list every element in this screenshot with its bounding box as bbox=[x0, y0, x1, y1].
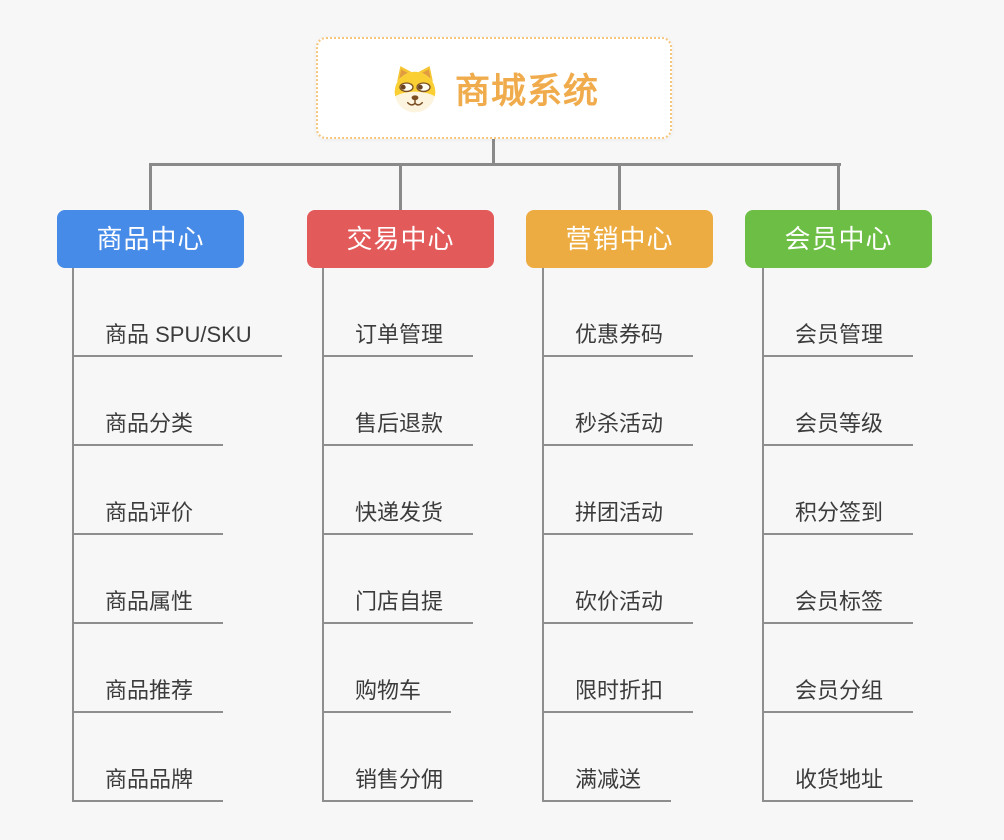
connector-drop-marketing bbox=[618, 163, 621, 210]
dog-face-icon bbox=[394, 66, 436, 113]
connector-trunk-member bbox=[762, 268, 764, 802]
leaf-node-points-checkin[interactable]: 积分签到 bbox=[762, 498, 914, 535]
connector-drop-member bbox=[837, 163, 840, 210]
leaf-node-product-attribute[interactable]: 商品属性 bbox=[72, 587, 224, 624]
root-node[interactable]: 商城系统 bbox=[316, 37, 672, 139]
branch-node-trade-center[interactable]: 交易中心 bbox=[307, 210, 494, 268]
leaf-node-product-brand[interactable]: 商品品牌 bbox=[72, 765, 224, 802]
leaf-node-bargain[interactable]: 砍价活动 bbox=[542, 587, 694, 624]
leaf-node-product-category[interactable]: 商品分类 bbox=[72, 409, 224, 446]
leaf-node-member-tag[interactable]: 会员标签 bbox=[762, 587, 914, 624]
connector-root-stub bbox=[492, 139, 495, 166]
branch-node-marketing-center[interactable]: 营销中心 bbox=[526, 210, 713, 268]
leaf-node-product-spu-sku[interactable]: 商品 SPU/SKU bbox=[72, 320, 282, 357]
root-title: 商城系统 bbox=[454, 71, 599, 111]
branch-children-product: 商品 SPU/SKU 商品分类 商品评价 商品属性 商品推荐 商品品牌 bbox=[72, 268, 282, 802]
leaf-node-coupon-code[interactable]: 优惠券码 bbox=[542, 320, 694, 357]
branch-children-marketing: 优惠券码 秒杀活动 拼团活动 砍价活动 限时折扣 满减送 bbox=[542, 268, 694, 802]
leaf-node-express-delivery[interactable]: 快递发货 bbox=[322, 498, 474, 535]
connector-drop-trade bbox=[399, 163, 402, 210]
leaf-node-member-management[interactable]: 会员管理 bbox=[762, 320, 914, 357]
leaf-node-sales-commission[interactable]: 销售分佣 bbox=[322, 765, 474, 802]
branch-children-trade: 订单管理 售后退款 快递发货 门店自提 购物车 销售分佣 bbox=[322, 268, 474, 802]
leaf-node-store-pickup[interactable]: 门店自提 bbox=[322, 587, 474, 624]
leaf-node-order-management[interactable]: 订单管理 bbox=[322, 320, 474, 357]
connector-trunk-trade bbox=[322, 268, 324, 802]
leaf-node-flash-sale[interactable]: 秒杀活动 bbox=[542, 409, 694, 446]
leaf-node-product-recommend[interactable]: 商品推荐 bbox=[72, 676, 224, 713]
branch-node-member-center[interactable]: 会员中心 bbox=[745, 210, 932, 268]
branch-node-product-center[interactable]: 商品中心 bbox=[57, 210, 244, 268]
connector-horizontal-bar bbox=[149, 163, 841, 166]
connector-drop-product bbox=[149, 163, 152, 210]
leaf-node-member-level[interactable]: 会员等级 bbox=[762, 409, 914, 446]
leaf-node-group-buy[interactable]: 拼团活动 bbox=[542, 498, 694, 535]
leaf-node-aftersale-refund[interactable]: 售后退款 bbox=[322, 409, 474, 446]
leaf-node-limited-discount[interactable]: 限时折扣 bbox=[542, 676, 694, 713]
connector-trunk-marketing bbox=[542, 268, 544, 802]
connector-trunk-product bbox=[72, 268, 74, 802]
leaf-node-product-review[interactable]: 商品评价 bbox=[72, 498, 224, 535]
leaf-node-shopping-cart[interactable]: 购物车 bbox=[322, 676, 452, 713]
leaf-node-member-group[interactable]: 会员分组 bbox=[762, 676, 914, 713]
branch-children-member: 会员管理 会员等级 积分签到 会员标签 会员分组 收货地址 bbox=[762, 268, 914, 802]
leaf-node-shipping-address[interactable]: 收货地址 bbox=[762, 765, 914, 802]
leaf-node-full-reduction[interactable]: 满减送 bbox=[542, 765, 672, 802]
